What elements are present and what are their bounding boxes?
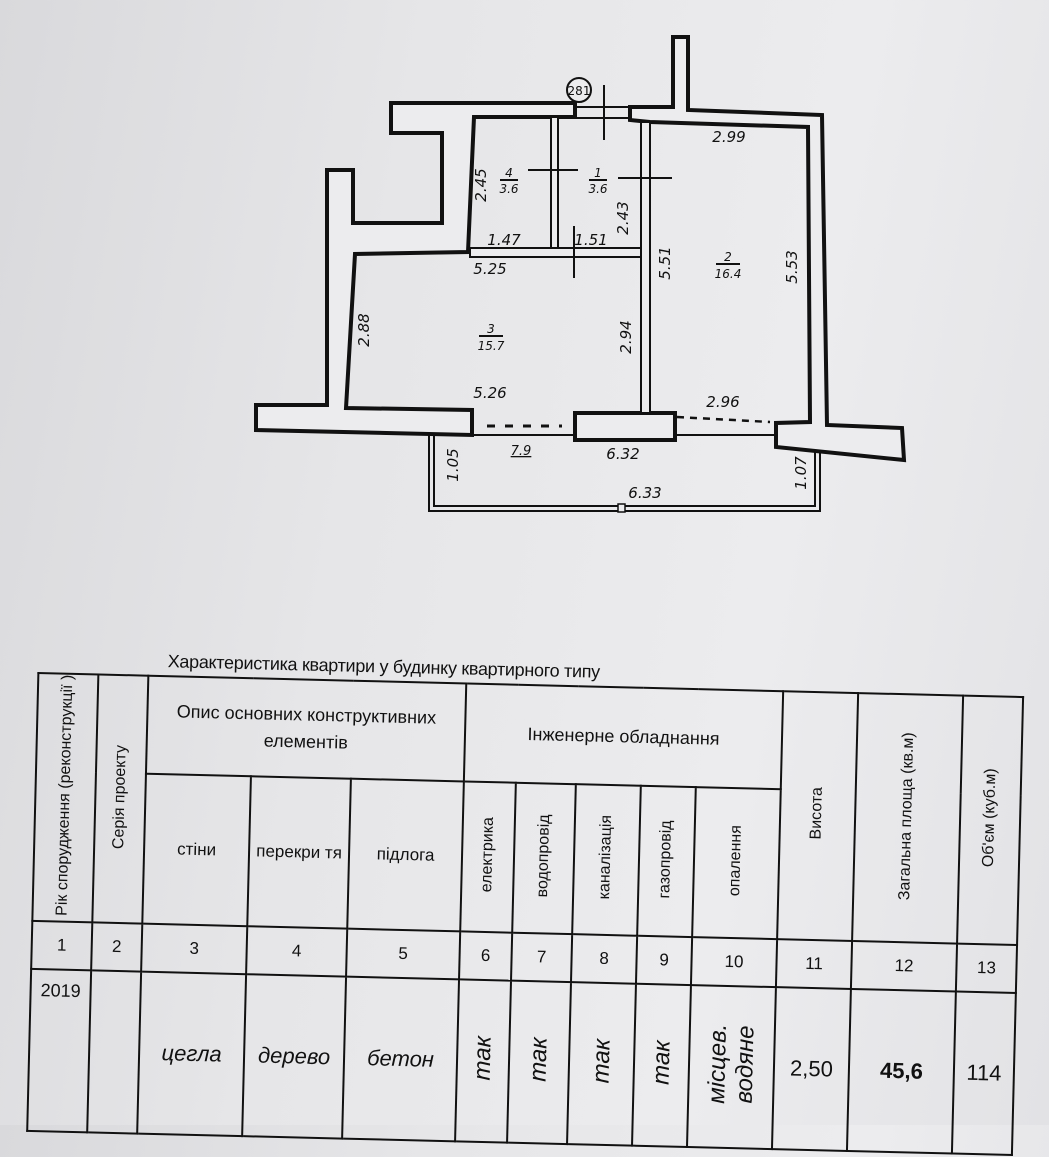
header-year: Рік спорудження (реконструкції ) [32, 673, 99, 923]
cell-sewer-value: так [587, 1038, 616, 1084]
cell-water: так [507, 980, 572, 1145]
header-ceilings: перекри тя [247, 776, 351, 929]
dim-2-94: 2.94 [617, 320, 635, 353]
cell-height: 2,50 [772, 987, 851, 1152]
cell-electric-value: так [468, 1035, 497, 1081]
header-electric: електрика [460, 781, 516, 933]
header-height-label: Висота [807, 787, 827, 841]
axis-marker-label: 281 [568, 84, 591, 98]
room-4-area: 3.6 [499, 182, 518, 196]
column-number: 2 [91, 922, 143, 972]
cell-series [87, 970, 142, 1134]
wall-middle-pier [573, 411, 677, 442]
cell-sewer: так [567, 982, 636, 1146]
floor-plan: 281 4 3.6 1 3.6 2 16.4 3 15.7 7.9 2.99 2… [254, 35, 907, 513]
column-number: 10 [690, 937, 778, 988]
window-dashed [676, 415, 771, 424]
dim-5-26: 5.26 [473, 384, 506, 402]
balcony-drain [617, 503, 626, 513]
table-row: 2019 цегла дерево бетон так так так так … [27, 969, 1016, 1156]
column-number: 4 [246, 926, 348, 977]
dim-1-05: 1.05 [444, 448, 462, 481]
dim-2-96: 2.96 [706, 393, 739, 411]
wall-left [254, 101, 577, 438]
dim-6-32: 6.32 [606, 445, 639, 463]
header-series: Серія проекту [92, 674, 149, 924]
cell-electric: так [455, 979, 512, 1143]
header-engineering-group: Інженерне обладнання [463, 683, 784, 790]
header-series-label: Серія проекту [109, 744, 130, 849]
column-number: 13 [955, 943, 1018, 994]
dim-1-07: 1.07 [792, 456, 810, 490]
cell-volume: 114 [951, 991, 1016, 1156]
header-gas: газопровід [637, 785, 696, 938]
dim-2-43: 2.43 [614, 201, 632, 234]
header-height: Висота [777, 691, 859, 942]
dim-1-47: 1.47 [487, 231, 521, 249]
dim-2-88: 2.88 [355, 313, 373, 346]
room-1-area: 3.6 [588, 182, 607, 196]
header-sewer: каналізація [572, 784, 641, 936]
header-structural-group: Опис основних конструктивних елементів [145, 675, 467, 782]
header-walls: стіни [142, 773, 251, 927]
cell-heating-value: місцев. водяне [703, 1023, 760, 1105]
room-2-number: 2 [724, 250, 732, 264]
dim-5-53: 5.53 [783, 250, 801, 283]
column-number: 3 [141, 923, 248, 975]
dim-5-25: 5.25 [473, 260, 506, 278]
dim-6-33: 6.33 [628, 484, 661, 502]
room-2-area: 16.4 [715, 267, 742, 281]
characteristics-table: Рік спорудження (реконструкції ) Серія п… [26, 672, 1024, 1156]
header-heating-label: опалення [726, 825, 746, 897]
cell-ceilings: дерево [242, 974, 347, 1139]
header-sewer-label: каналізація [596, 815, 616, 901]
dim-1-51: 1.51 [574, 231, 607, 249]
cell-walls: цегла [137, 971, 247, 1137]
header-floor: підлога [347, 778, 464, 932]
dim-2-45: 2.45 [472, 168, 490, 201]
cell-gas-value: так [647, 1039, 676, 1086]
column-number: 12 [850, 941, 958, 992]
header-electric-label: електрика [477, 816, 497, 893]
room-3-number: 3 [487, 322, 495, 336]
room-3-area: 15.7 [478, 339, 505, 353]
apartment-characteristics: Характеристика квартири у будинку кварти… [26, 648, 1028, 1156]
header-water: водопровід [512, 782, 576, 935]
column-number: 7 [511, 932, 573, 983]
header-water-label: водопровід [533, 814, 553, 898]
header-gas-label: газопровід [656, 819, 676, 899]
header-year-label: Рік спорудження (реконструкції ) [53, 674, 77, 917]
partition-horizontal [469, 247, 642, 258]
header-area-label: Загальна площа (кв.м) [896, 731, 918, 901]
column-number: 6 [459, 931, 513, 981]
cell-water-value: так [524, 1037, 553, 1083]
column-number: 9 [635, 935, 693, 986]
header-volume: Об'єм (куб.м) [957, 695, 1024, 946]
cell-year: 2019 [27, 969, 92, 1133]
partition-room2 [640, 121, 651, 414]
room-1-number: 1 [594, 166, 602, 180]
axis-marker-circle [566, 77, 592, 103]
room-4-number: 4 [505, 166, 513, 180]
cell-floor: бетон [342, 976, 460, 1142]
column-number: 8 [571, 934, 638, 984]
header-area: Загальна площа (кв.м) [852, 693, 964, 944]
column-number: 1 [31, 921, 93, 971]
partition-room4-room1 [550, 116, 559, 251]
cell-gas: так [632, 983, 691, 1148]
door-marks [528, 85, 672, 278]
column-number: 11 [775, 939, 853, 990]
wall-right [628, 35, 907, 463]
column-number: 5 [346, 928, 461, 980]
header-heating: опалення [692, 787, 781, 940]
balcony-area: 7.9 [511, 444, 532, 459]
dim-2-99: 2.99 [712, 128, 745, 146]
header-volume-label: Об'єм (куб.м) [979, 768, 1000, 868]
cell-area: 45,6 [846, 989, 956, 1154]
dim-5-51: 5.51 [656, 246, 674, 279]
